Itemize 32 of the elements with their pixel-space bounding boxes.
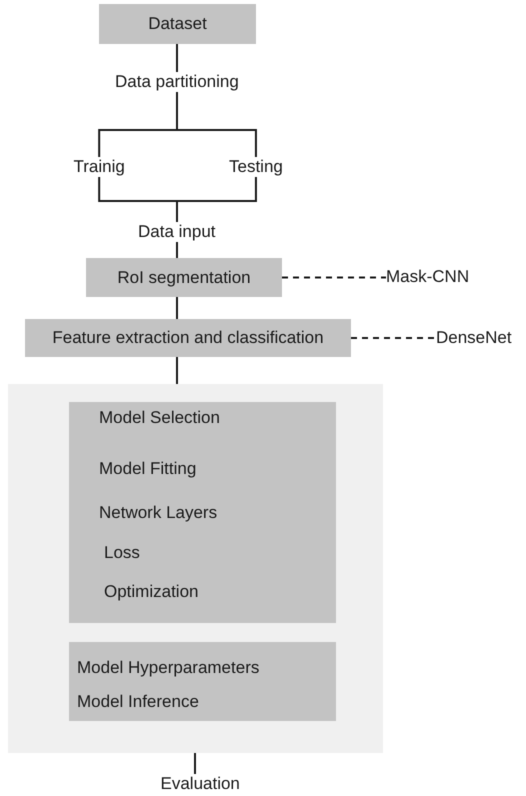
step-label: Data partitioning <box>115 72 239 92</box>
connector-line <box>176 44 178 72</box>
connector-line <box>194 753 196 774</box>
step-label: Loss <box>104 543 140 563</box>
step-label: Model Inference <box>77 692 199 712</box>
step-label: Testing <box>229 157 283 177</box>
box-label: Dataset <box>148 14 207 34</box>
step-label: Network Layers <box>99 503 218 523</box>
box-label: RoI segmentation <box>117 268 251 288</box>
step-label: Model Selection <box>99 408 220 428</box>
connector-line <box>176 297 178 319</box>
connector-line <box>176 92 257 157</box>
connector-line <box>176 357 178 384</box>
dashed-connector <box>351 337 436 339</box>
step-label: Model Hyperparameters <box>77 658 260 678</box>
step-label: Trainig <box>74 157 125 177</box>
process-box <box>86 258 282 297</box>
connector-line <box>176 242 178 258</box>
step-label: Evaluation <box>160 774 240 794</box>
step-label: Model Fitting <box>99 459 196 479</box>
process-box <box>99 4 256 44</box>
panel-background <box>8 384 383 753</box>
step-label: Data input <box>138 222 216 242</box>
dashed-connector <box>282 276 386 278</box>
step-label: Optimization <box>104 582 198 602</box>
connector-line <box>176 177 257 222</box>
process-box <box>25 319 351 357</box>
step-label: Mask-CNN <box>386 267 470 287</box>
step-label: DenseNet <box>436 328 512 348</box>
process-box <box>69 402 336 623</box>
box-label: Feature extraction and classification <box>52 328 324 348</box>
process-box <box>69 642 336 721</box>
